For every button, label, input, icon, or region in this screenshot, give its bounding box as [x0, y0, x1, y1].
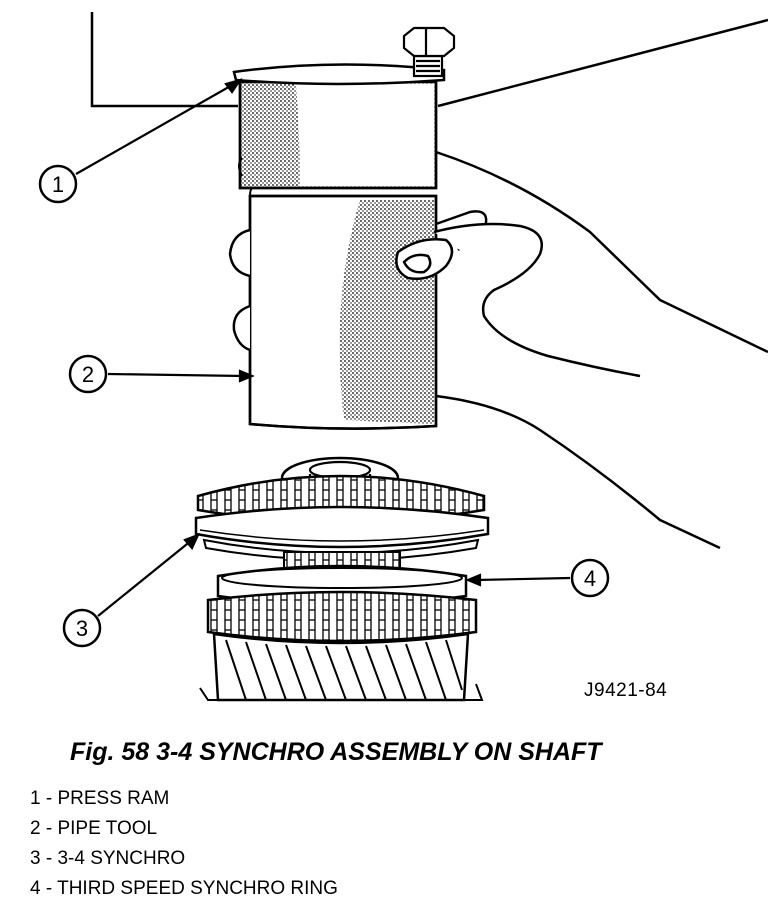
- leader-lines: [75, 78, 571, 617]
- callout-1: 1: [38, 164, 78, 204]
- third-speed-gear: [199, 590, 484, 702]
- press-frame: [90, 12, 768, 108]
- figure-title: Fig. 58 3-4 SYNCHRO ASSEMBLY ON SHAFT: [70, 738, 602, 766]
- svg-text:4: 4: [584, 566, 596, 591]
- figure-reference-code: J9421-84: [584, 680, 668, 701]
- synchro-3-4: [194, 456, 490, 561]
- legend-item: 3 - 3-4 SYNCHRO: [30, 848, 186, 869]
- synchro-assembly-illustration: 1 2 3 4: [38, 12, 768, 702]
- callout-3: 3: [62, 608, 102, 648]
- press-ram: [232, 63, 446, 190]
- legend-item: 1 - PRESS RAM: [30, 788, 170, 809]
- legend-list: 1 - PRESS RAM 2 - PIPE TOOL 3 - 3-4 SYNC…: [30, 784, 338, 904]
- ram-bolt: [402, 26, 456, 78]
- pipe-tool: [248, 187, 438, 430]
- callout-2: 2: [68, 354, 108, 394]
- legend-item: 4 - THIRD SPEED SYNCHRO RING: [30, 878, 338, 899]
- hand: [228, 150, 768, 550]
- svg-text:3: 3: [76, 616, 88, 641]
- svg-text:1: 1: [52, 172, 64, 197]
- legend-item: 2 - PIPE TOOL: [30, 818, 158, 839]
- callout-4: 4: [570, 558, 610, 598]
- svg-text:2: 2: [82, 362, 94, 387]
